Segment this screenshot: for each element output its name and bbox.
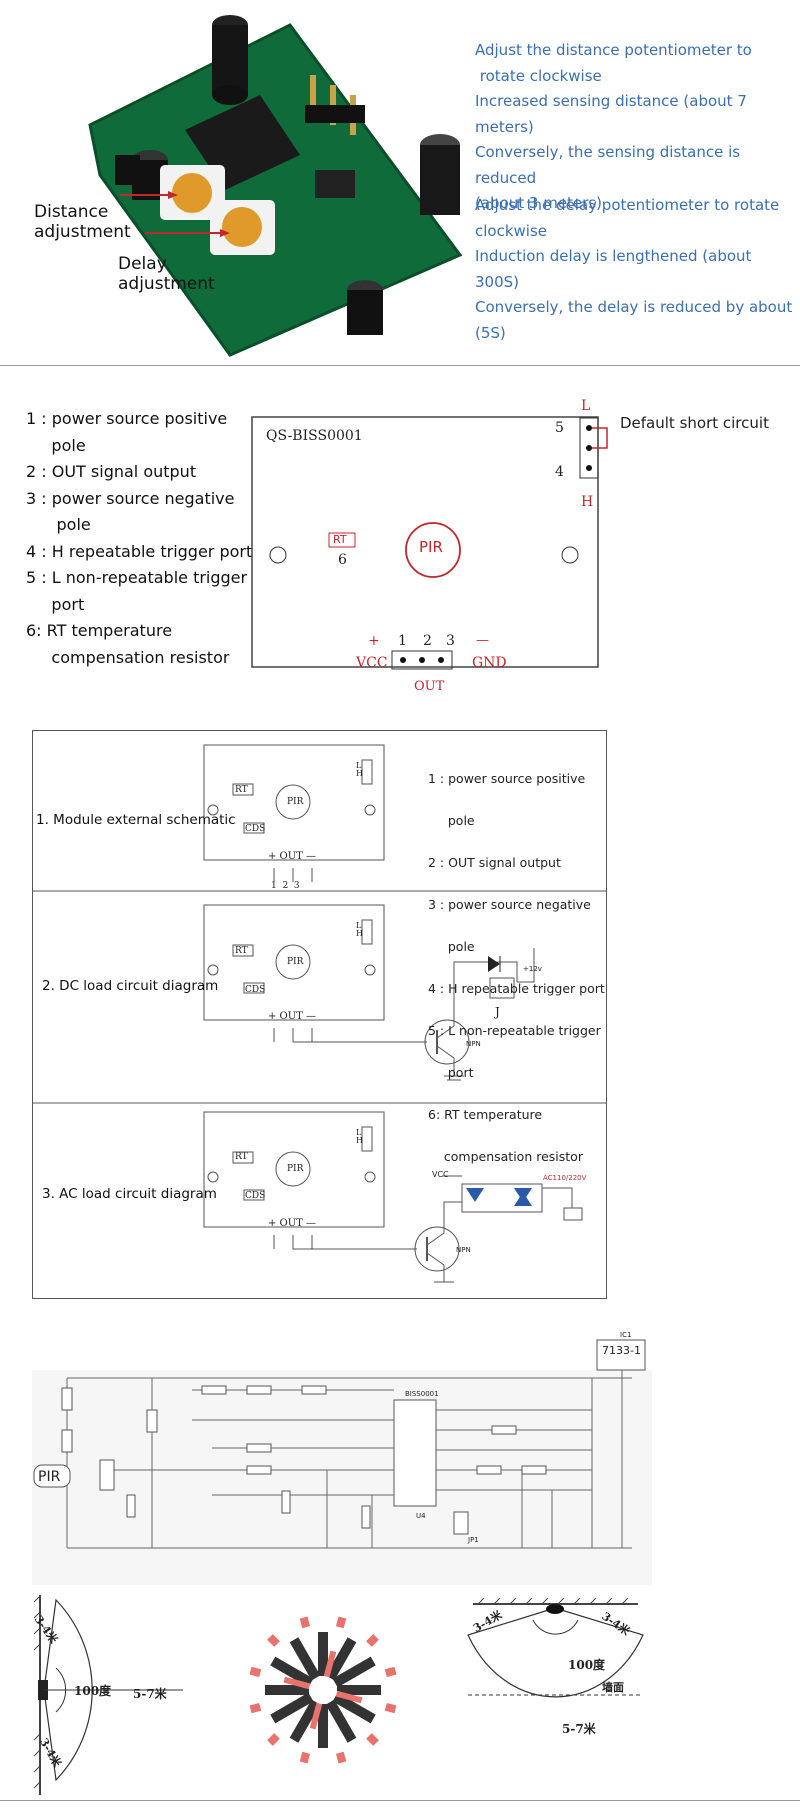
- minus-label: —: [476, 633, 489, 648]
- vcc-label: VCC: [356, 655, 388, 671]
- left-distance: 5-7米: [133, 1687, 167, 1701]
- fresnel-lens-pattern: [249, 1616, 397, 1764]
- row3-pir-label: PIR: [287, 1164, 304, 1174]
- biss0001-schematic: [32, 1339, 652, 1585]
- row2-out-label: + OUT —: [268, 1011, 317, 1022]
- plus-label: +: [368, 633, 380, 649]
- delay-label-line1: Delay: [118, 254, 167, 274]
- row2-npn-label: NPN: [466, 1040, 481, 1048]
- distance-label-line2: adjustment: [34, 222, 131, 242]
- pin6-label: 6: [338, 552, 347, 568]
- row2-l-label: L: [356, 921, 362, 930]
- board-outline-diagram: [251, 416, 608, 670]
- row1-h-label: H: [356, 769, 363, 778]
- pin1-label: 1: [398, 633, 407, 649]
- relay-j-label: J: [495, 1005, 500, 1019]
- ic1-label: IC1: [620, 1331, 632, 1339]
- gnd-label: GND: [472, 655, 507, 671]
- row1-label: 1. Module external schematic: [36, 812, 236, 828]
- row3-label: 3. AC load circuit diagram: [42, 1186, 217, 1202]
- right-floor-label: 墙面: [602, 1681, 624, 1694]
- pin5-label: 5: [555, 420, 564, 436]
- h-label: H: [581, 494, 594, 510]
- distance-label-line1: Distance: [34, 202, 109, 222]
- row1-pir-label: PIR: [287, 797, 304, 807]
- chip-label: BISS0001: [405, 1390, 439, 1398]
- default-short-label: Default short circuit: [620, 414, 769, 432]
- row2-pir-label: PIR: [287, 957, 304, 967]
- right-angle: 100度: [568, 1658, 606, 1672]
- distance-adjust-text: Adjust the distance potentiometer to rot…: [475, 41, 752, 212]
- row1-rt-label: RT: [235, 785, 248, 795]
- row1-pin-numbers: 1 2 3: [271, 881, 300, 891]
- row2-h-label: H: [356, 929, 363, 938]
- row3-h-label: H: [356, 1136, 363, 1145]
- board-title: QS-BISS0001: [266, 428, 363, 444]
- circuit-diagrams-table: [32, 730, 607, 1299]
- module-pin-legend: 1 : power source positive pole 2 : OUT s…: [428, 771, 605, 1164]
- row2-cds-label: CDS: [245, 985, 266, 995]
- detection-coverage-diagrams: [33, 1595, 644, 1795]
- row1-l-label: L: [356, 761, 362, 770]
- right-distance: 5-7米: [562, 1722, 596, 1736]
- row3-cds-label: CDS: [245, 1191, 266, 1201]
- pin4-label: 4: [555, 464, 564, 480]
- row3-l-label: L: [356, 1128, 362, 1137]
- delay-adjust-text: Adjust the delay potentiometer to rotate…: [475, 196, 793, 342]
- divider-1: [0, 365, 800, 366]
- pir-module-photo: [88, 15, 463, 357]
- ic1-part-label: 7133-1: [602, 1344, 641, 1357]
- row2-rt-label: RT: [235, 946, 248, 956]
- divider-bottom: [0, 1800, 800, 1801]
- out-label: OUT: [414, 679, 445, 694]
- row1-cds-label: CDS: [245, 824, 266, 834]
- schematic-pir-label: PIR: [38, 1469, 61, 1485]
- row3-vcc-label: VCC: [432, 1170, 449, 1179]
- u4-label: U4: [416, 1512, 426, 1520]
- row1-out-label: + OUT —: [268, 851, 317, 862]
- ac-supply-label: AC110/220V: [543, 1174, 587, 1182]
- rt-label: RT: [333, 533, 347, 546]
- row3-npn-label: NPN: [456, 1246, 471, 1254]
- row2-label: 2. DC load circuit diagram: [42, 978, 219, 994]
- delay-label-line2: adjustment: [118, 274, 215, 294]
- pin3-label: 3: [446, 633, 455, 649]
- l-label: L: [581, 398, 591, 414]
- supply-12v-label: +12v: [523, 965, 542, 973]
- jp1-label: JP1: [468, 1536, 479, 1544]
- pin-description-list: 1 : power source positive pole 2 : OUT s…: [26, 409, 253, 667]
- row3-out-label: + OUT —: [268, 1218, 317, 1229]
- pin2-label: 2: [423, 633, 432, 649]
- row3-rt-label: RT: [235, 1152, 248, 1162]
- pir-label: PIR: [419, 538, 443, 556]
- left-angle: 100度: [74, 1684, 112, 1698]
